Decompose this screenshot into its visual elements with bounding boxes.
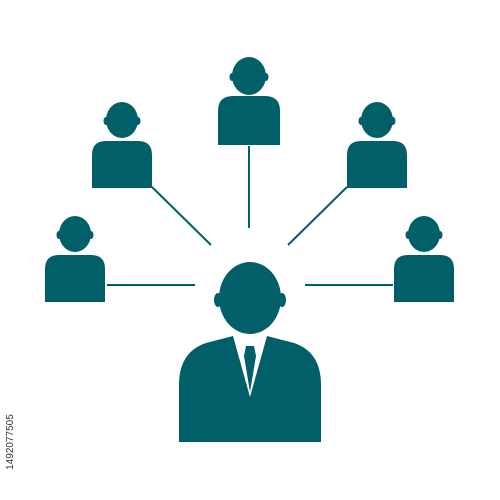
team-member-upper-right-icon — [347, 102, 407, 188]
leader-businessman-icon — [179, 262, 321, 442]
connector-upper-left-line — [151, 186, 212, 246]
team-member-upper-left-icon — [92, 102, 152, 188]
team-member-top-icon — [218, 57, 280, 145]
connector-upper-right-line — [287, 186, 348, 246]
image-id-label: 1492077505 — [5, 414, 16, 470]
team-member-right-icon — [394, 216, 454, 302]
connector-lines — [107, 146, 393, 286]
team-member-left-icon — [45, 216, 105, 302]
